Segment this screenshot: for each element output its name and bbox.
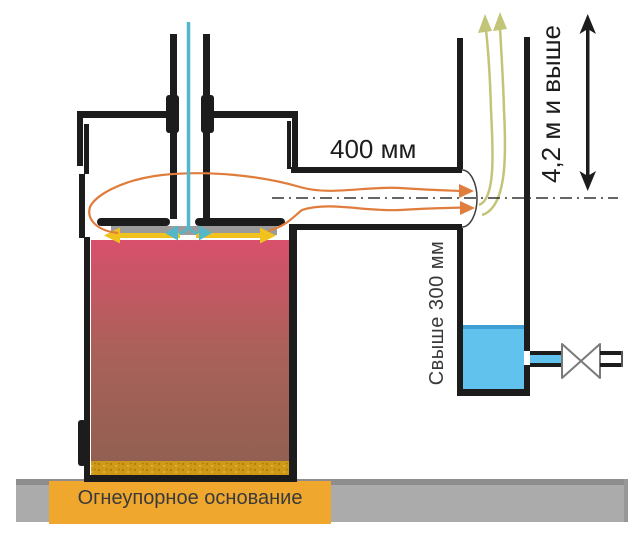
air-flow (165, 22, 212, 241)
flue-gas-arrowheads (478, 12, 507, 33)
sediment-layer (91, 461, 289, 476)
oil-tank (78, 224, 297, 482)
hot-gas-arrowheads (459, 184, 475, 215)
flue-gas-arrows (478, 27, 507, 217)
water-surface (463, 325, 524, 329)
chimney (457, 37, 530, 396)
tube-collar (201, 95, 214, 133)
pipe-length-label: 400 мм (330, 134, 417, 164)
hot-gas-arrows (88, 172, 464, 235)
flue-gas-arrow-right (481, 27, 507, 217)
fireproof-base (49, 481, 331, 524)
tube-collar (166, 95, 179, 133)
flue-gas-arrow-left (478, 29, 494, 207)
height-dimension-arrow (579, 14, 596, 191)
burner-plate (97, 218, 285, 235)
hot-gas-arrow-lower (267, 205, 464, 233)
chimney-height-label: 4,2 м и выше (536, 24, 566, 184)
water-fill (463, 328, 524, 389)
air-intake-tube (166, 34, 214, 219)
hot-gas-arrow-upper (88, 172, 463, 235)
combustion-chamber (77, 111, 298, 238)
oil-fill (91, 240, 289, 461)
drain-valve-symbol (561, 343, 601, 379)
fireproof-base-label: Огнеупорное основание (77, 487, 303, 509)
wall-collar (78, 420, 86, 466)
chimney-depth-label: Свыше 300 мм (426, 240, 448, 386)
drain-pipe (530, 343, 623, 379)
